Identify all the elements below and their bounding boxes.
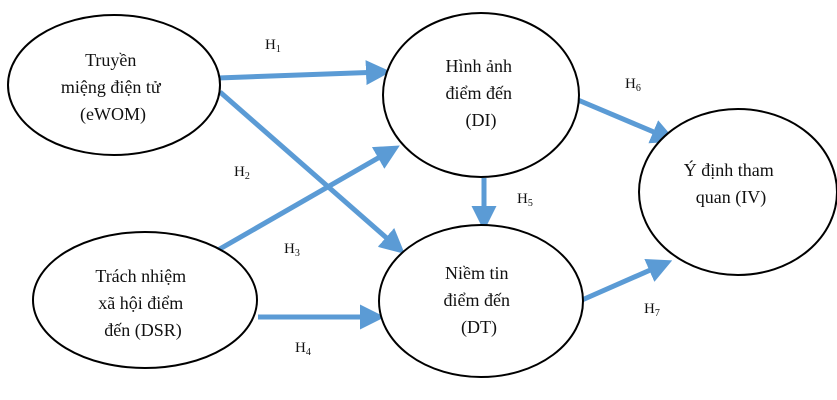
hypothesis-h7-letter: H xyxy=(644,301,655,317)
hypothesis-h2-number: 2 xyxy=(245,171,250,182)
hypothesis-h2-label: H2 xyxy=(234,164,250,182)
hypothesis-h1-letter: H xyxy=(265,37,276,53)
node-iv-ellipse xyxy=(638,108,837,276)
hypothesis-h5-label: H5 xyxy=(517,191,533,209)
hypothesis-h2-letter: H xyxy=(234,164,245,180)
node-di-label: Hình ảnh điểm đến (DI) xyxy=(446,56,517,131)
node-ewom-label: Truyền miệng điện tử (eWOM) xyxy=(61,50,165,125)
node-iv-line-2: quan (IV) xyxy=(696,187,766,208)
node-dt: Niềm tin điểm đến (DT) xyxy=(378,224,584,378)
node-dsr-line-1: Trách nhiệm xyxy=(95,266,186,286)
hypothesis-h3-letter: H xyxy=(284,241,295,257)
node-dt-label: Niềm tin điểm đến (DT) xyxy=(444,263,515,338)
arrow-h1-ewom-to-di xyxy=(217,60,391,86)
node-dt-line-3: (DT) xyxy=(461,317,497,338)
node-iv: Ý định tham quan (IV) xyxy=(638,108,837,276)
hypothesis-h3-label: H3 xyxy=(284,241,300,259)
node-di-line-2: điểm đến xyxy=(446,83,512,103)
hypothesis-h6-number: 6 xyxy=(636,83,641,94)
node-iv-label: Ý định tham quan (IV) xyxy=(684,159,779,208)
hypothesis-labels: H1 H2 H3 H4 H5 H6 H7 xyxy=(234,37,660,358)
node-dsr-line-3: đến (DSR) xyxy=(104,320,182,341)
hypothesis-h6-letter: H xyxy=(625,76,636,92)
node-ewom-line-3: (eWOM) xyxy=(80,104,146,125)
arrow-h2-ewom-to-dt xyxy=(218,90,405,254)
node-di: Hình ảnh điểm đến (DI) xyxy=(382,12,580,178)
hypothesis-h6-label: H6 xyxy=(625,76,641,94)
hypothesis-h1-number: 1 xyxy=(276,44,281,55)
hypothesis-h5-letter: H xyxy=(517,191,528,207)
node-iv-line-1: Ý định tham xyxy=(684,159,774,180)
node-di-line-1: Hình ảnh xyxy=(446,56,513,76)
hypothesis-h4-label: H4 xyxy=(295,340,311,358)
node-dsr: Trách nhiệm xã hội điểm đến (DSR) xyxy=(32,231,258,369)
node-dt-line-1: Niềm tin xyxy=(445,263,509,283)
hypothesis-h7-label: H7 xyxy=(644,301,660,319)
node-ewom-line-1: Truyền xyxy=(85,50,136,70)
hypothesis-h1-label: H1 xyxy=(265,37,281,55)
node-dsr-ellipse xyxy=(32,231,258,369)
hypothesis-h5-number: 5 xyxy=(528,198,533,209)
node-di-line-3: (DI) xyxy=(466,110,497,131)
hypothesis-h3-number: 3 xyxy=(295,248,300,259)
node-dt-line-2: điểm đến xyxy=(444,290,510,310)
arrow-h6-di-to-iv xyxy=(577,97,677,144)
node-ewom-line-2: miệng điện tử xyxy=(61,77,162,97)
arrow-h3-dsr-to-di xyxy=(216,145,400,253)
node-dsr-label: Trách nhiệm xã hội điểm đến (DSR) xyxy=(95,266,190,341)
hypothesis-h4-number: 4 xyxy=(306,347,311,358)
node-ewom: Truyền miệng điện tử (eWOM) xyxy=(7,14,221,156)
node-dsr-line-2: xã hội điểm xyxy=(98,293,183,313)
arrow-h7-dt-to-iv xyxy=(580,258,673,303)
arrows xyxy=(216,60,677,330)
node-ewom-ellipse xyxy=(7,14,221,156)
hypothesis-h4-letter: H xyxy=(295,340,306,356)
node-dt-ellipse xyxy=(378,224,584,378)
hypothesis-h7-number: 7 xyxy=(655,308,660,319)
node-di-ellipse xyxy=(382,12,580,178)
